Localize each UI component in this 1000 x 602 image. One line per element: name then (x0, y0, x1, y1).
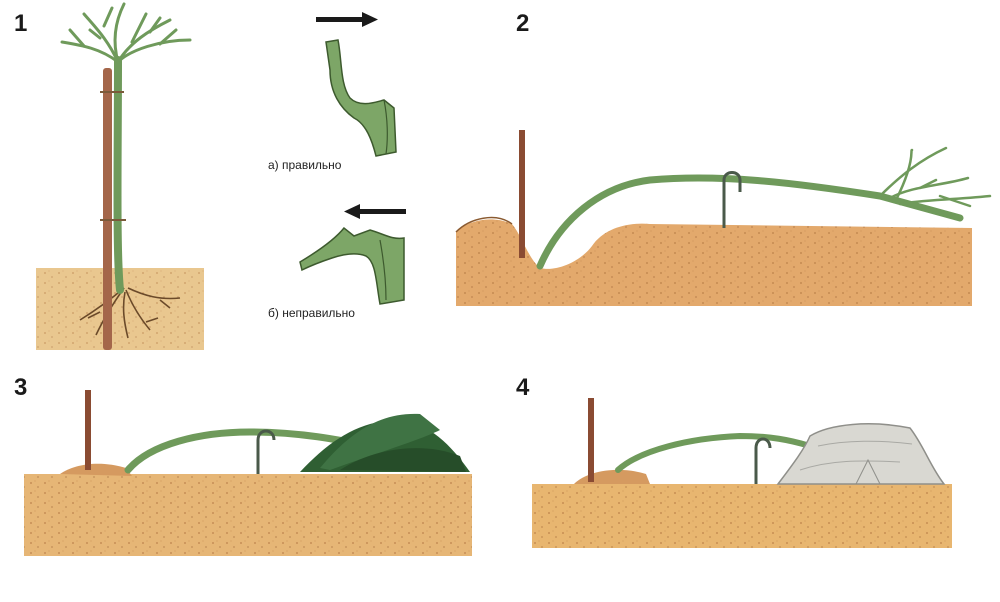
rose-stem-1 (113, 56, 124, 294)
graft-correct-label: а) правильно (268, 158, 342, 172)
step-number-1: 1 (14, 10, 28, 37)
graft-detail (299, 12, 406, 305)
hook-pin-3 (256, 429, 276, 474)
panel-1 (36, 2, 204, 350)
stake-2 (519, 130, 525, 258)
spruce-branches (300, 413, 470, 472)
step-number-3: 3 (14, 374, 28, 401)
graft-incorrect-label: б) неправильно (268, 306, 355, 320)
arrow-right-icon (316, 12, 378, 27)
panel-2 (455, 130, 992, 306)
step-number-2: 2 (516, 10, 530, 37)
hook-pin-2 (722, 171, 742, 228)
rose-stem-4 (615, 432, 813, 473)
arrow-left-icon (344, 204, 406, 219)
hook-pin-4 (754, 437, 772, 484)
branches-2 (878, 146, 992, 208)
branches-1 (60, 2, 192, 64)
graft-correct-shape (325, 39, 397, 157)
stake-3 (85, 390, 91, 470)
graft-incorrect-shape (299, 226, 405, 305)
panel-3 (24, 390, 472, 556)
stake-4 (588, 398, 594, 482)
cover-fabric (776, 423, 946, 485)
step-number-4: 4 (516, 374, 530, 401)
stake-1 (103, 68, 112, 350)
panel-4 (532, 398, 952, 548)
rose-stem-2 (536, 174, 964, 270)
